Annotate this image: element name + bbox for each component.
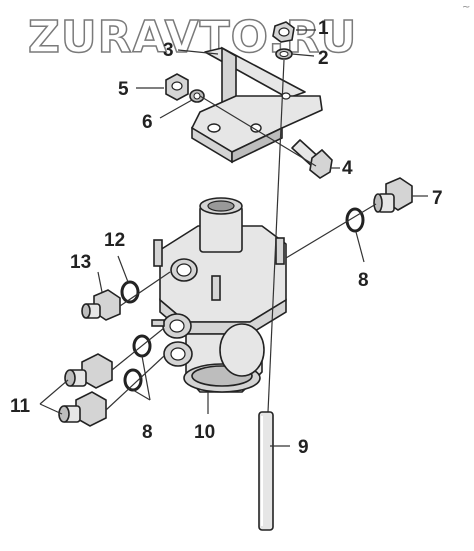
callout-8-lower: 8 bbox=[142, 422, 153, 443]
callout-4: 4 bbox=[342, 158, 353, 179]
rod-9 bbox=[258, 59, 285, 531]
corner-mark: ~ bbox=[462, 2, 470, 13]
callout-11: 11 bbox=[10, 396, 31, 417]
callout-8-right: 8 bbox=[358, 270, 369, 291]
nut-1 bbox=[272, 21, 295, 43]
bolt-4 bbox=[291, 139, 333, 179]
valve-body-10 bbox=[151, 197, 287, 393]
nut-5 bbox=[165, 73, 189, 101]
callout-labels: 1 2 3 4 5 6 7 8 8 9 10 11 12 13 bbox=[10, 18, 443, 458]
fitting-11-upper bbox=[64, 353, 113, 389]
callout-3: 3 bbox=[163, 40, 174, 61]
leader-lines bbox=[39, 29, 428, 447]
o-ring-12 bbox=[120, 280, 140, 304]
callout-5: 5 bbox=[118, 79, 129, 100]
washer-2 bbox=[275, 48, 293, 60]
callout-10: 10 bbox=[194, 422, 215, 443]
callout-7: 7 bbox=[432, 188, 443, 209]
fitting-7 bbox=[373, 177, 413, 213]
callout-9: 9 bbox=[298, 437, 309, 458]
callout-2: 2 bbox=[318, 48, 329, 69]
callout-1: 1 bbox=[318, 18, 329, 39]
o-ring-8-right bbox=[345, 207, 365, 233]
callout-13: 13 bbox=[70, 252, 91, 273]
callout-12: 12 bbox=[104, 230, 125, 251]
fitting-13 bbox=[81, 289, 121, 321]
fitting-11-lower bbox=[58, 391, 107, 427]
mounting-bracket bbox=[191, 46, 323, 164]
callout-6: 6 bbox=[142, 112, 153, 133]
